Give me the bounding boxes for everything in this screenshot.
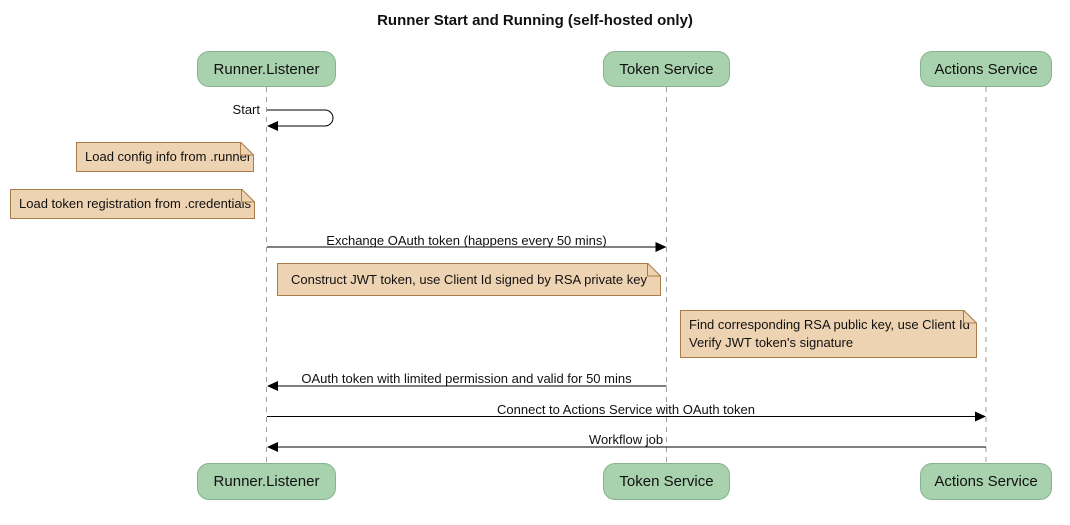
- note-fold-icon: [647, 263, 661, 277]
- participant-runner-listener-top: Runner.Listener: [197, 51, 336, 87]
- participant-token-service-top: Token Service: [603, 51, 730, 87]
- message-label-connect-actions: Connect to Actions Service with OAuth to…: [497, 402, 755, 417]
- note-load-token-registration: Load token registration from .credential…: [10, 189, 255, 219]
- diagram-title: Runner Start and Running (self-hosted on…: [377, 12, 693, 29]
- message-connect-actions-arrowhead: [975, 411, 986, 422]
- note-fold-icon: [963, 310, 977, 324]
- note-fold-icon: [240, 142, 254, 156]
- note-find-rsa: Find corresponding RSA public key, use C…: [680, 310, 977, 358]
- self-message-start-arrowhead: [267, 121, 278, 131]
- note-fold-icon: [241, 189, 255, 203]
- participant-token-service-bottom: Token Service: [603, 463, 730, 500]
- note-find-rsa-line1: Find corresponding RSA public key, use C…: [689, 317, 970, 332]
- self-message-start-line: [267, 109, 334, 127]
- note-find-rsa-line2: Verify JWT token's signature: [689, 335, 854, 350]
- message-label-workflow-job: Workflow job: [588, 432, 664, 447]
- note-construct-jwt-text: Construct JWT token, use Client Id signe…: [291, 272, 647, 287]
- participant-actions-service-top: Actions Service: [920, 51, 1052, 87]
- participant-actions-service-bottom: Actions Service: [920, 463, 1052, 500]
- message-exchange-oauth-arrowhead: [655, 242, 667, 252]
- note-load-config: Load config info from .runner: [76, 142, 254, 172]
- message-workflow-job-arrowhead: [267, 442, 278, 452]
- note-construct-jwt: Construct JWT token, use Client Id signe…: [277, 263, 661, 296]
- message-oauth-return-arrowhead: [267, 381, 278, 391]
- message-label-start: Start: [232, 102, 260, 117]
- message-label-exchange-oauth: Exchange OAuth token (happens every 50 m…: [326, 233, 607, 248]
- note-load-config-text: Load config info from .runner: [85, 149, 252, 164]
- participant-runner-listener-bottom: Runner.Listener: [197, 463, 336, 500]
- note-load-token-registration-text: Load token registration from .credential…: [19, 196, 251, 211]
- message-label-oauth-return: OAuth token with limited permission and …: [301, 371, 632, 386]
